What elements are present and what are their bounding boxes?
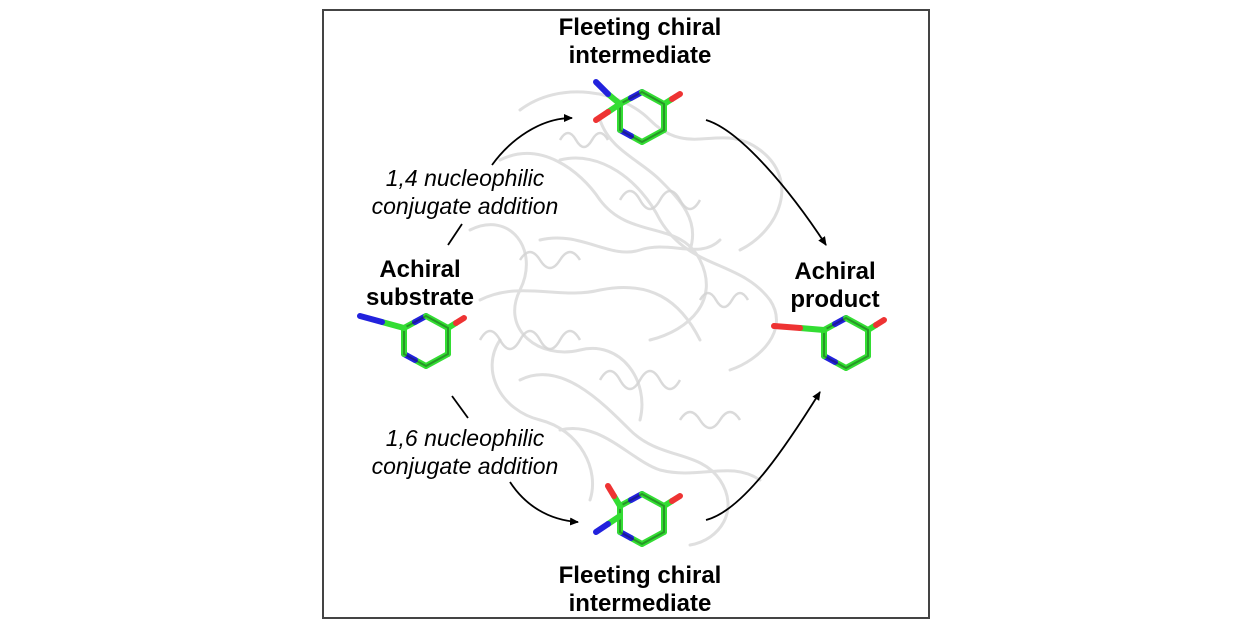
- protein-helices: [478, 131, 750, 430]
- arrow-substrate-to-bottom: [509, 481, 579, 526]
- bottom-intermediate-line-2: intermediate: [568, 590, 712, 617]
- protein-ribbon-background: [468, 90, 784, 547]
- addition-14-label: 1,4 nucleophilic conjugate addition: [340, 164, 590, 220]
- label-leader-14: [447, 223, 463, 246]
- addition-14-line-2: conjugate addition: [371, 193, 559, 219]
- arrow-top-to-product: [705, 119, 827, 246]
- substrate-line-1: Achiral: [379, 256, 461, 283]
- top-intermediate-line-1: Fleeting chiral: [558, 14, 722, 41]
- figure-frame: [322, 9, 930, 619]
- top-intermediate-label: Fleeting chiral intermediate: [520, 14, 760, 70]
- reaction-arrows: [447, 114, 827, 526]
- arrow-substrate-to-top: [491, 114, 573, 166]
- product-molecule: [771, 318, 884, 368]
- addition-16-line-2: conjugate addition: [371, 453, 559, 479]
- top-intermediate-line-2: intermediate: [568, 42, 712, 69]
- substrate-line-2: substrate: [365, 284, 475, 311]
- addition-16-line-1: 1,6 nucleophilic: [385, 425, 545, 451]
- bottom-intermediate-label: Fleeting chiral intermediate: [520, 562, 760, 618]
- top-intermediate-molecule: [593, 79, 680, 142]
- substrate-label: Achiral substrate: [340, 256, 500, 312]
- addition-16-label: 1,6 nucleophilic conjugate addition: [340, 424, 590, 480]
- substrate-molecule: [357, 313, 464, 366]
- product-label: Achiral product: [760, 258, 910, 314]
- product-line-1: Achiral: [794, 258, 876, 285]
- addition-14-line-1: 1,4 nucleophilic: [385, 165, 545, 191]
- label-leader-16: [451, 395, 469, 419]
- bottom-intermediate-line-1: Fleeting chiral: [558, 562, 722, 589]
- bottom-intermediate-molecule: [593, 483, 680, 544]
- arrow-bottom-to-product: [705, 391, 821, 521]
- product-line-2: product: [790, 286, 880, 313]
